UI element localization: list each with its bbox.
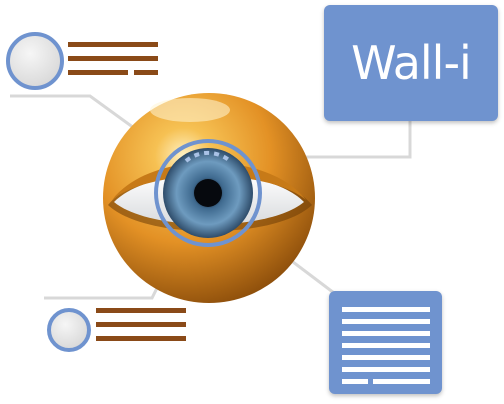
eye-sphere-icon xyxy=(103,93,315,303)
document-lines-icon xyxy=(329,291,442,394)
bottom-text-lines xyxy=(96,308,186,341)
top-text-lines xyxy=(68,42,158,75)
circle-node-icon xyxy=(47,308,91,352)
logo-text: Wall-i xyxy=(351,36,472,90)
connector-top-right xyxy=(262,120,412,159)
document-lines-glyph xyxy=(342,307,430,384)
circle-node-icon xyxy=(6,32,64,90)
logo-box: Wall-i xyxy=(324,5,498,121)
